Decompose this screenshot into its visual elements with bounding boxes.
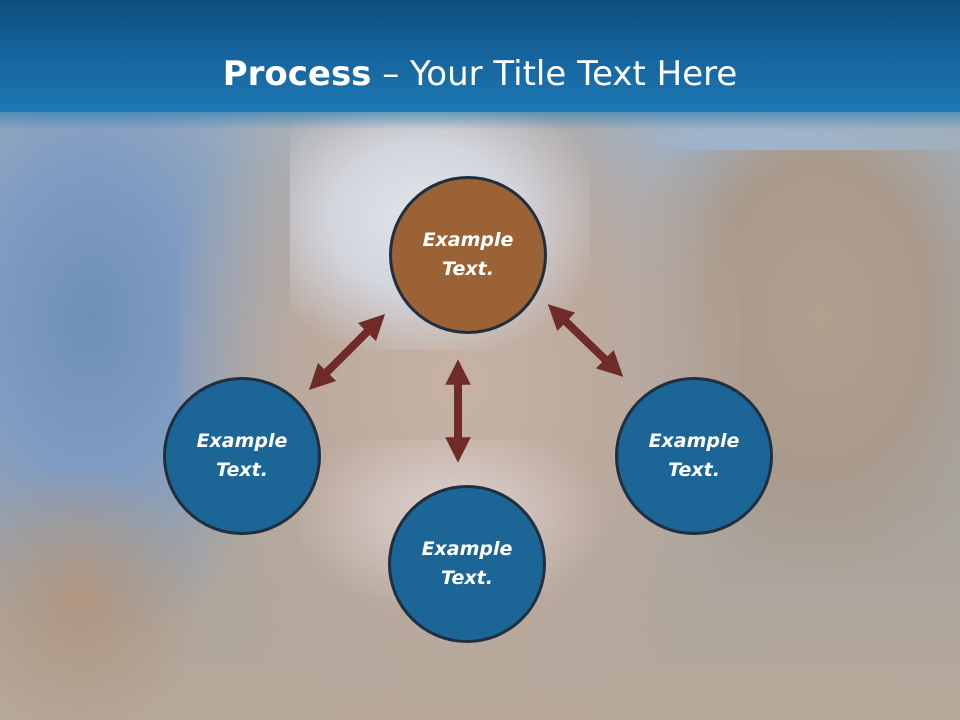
arrow-left-top — [308, 313, 386, 391]
node-right-label: Example Text. — [648, 430, 740, 481]
title-bar: Process – Your Title Text Here — [0, 0, 960, 130]
node-left-label: Example Text. — [196, 430, 288, 481]
background-rock-left — [0, 470, 200, 720]
node-right: Example Text. — [615, 377, 773, 535]
title-rest: – Your Title Text Here — [371, 54, 738, 94]
node-bottom: Example Text. — [388, 485, 546, 643]
node-top: Example Text. — [389, 176, 547, 334]
title-bold: Process — [222, 54, 372, 94]
arrow-top-right — [547, 304, 624, 377]
slide-title: Process – Your Title Text Here — [0, 52, 960, 96]
node-top-label: Example Text. — [422, 229, 514, 280]
node-bottom-label: Example Text. — [421, 538, 513, 589]
node-left: Example Text. — [163, 377, 321, 535]
